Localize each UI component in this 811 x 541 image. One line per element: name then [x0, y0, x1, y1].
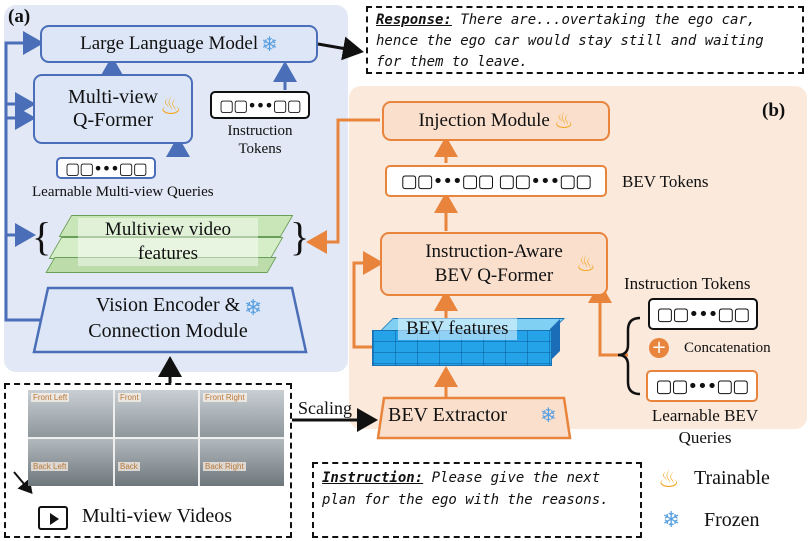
bev-tokens: ▢▢•••▢▢ ▢▢•••▢▢ — [385, 165, 607, 197]
bev-qformer-line2: BEV Q-Former — [434, 265, 554, 286]
bev-tokens-label: BEV Tokens — [622, 172, 709, 191]
multiview-features-label: Multiview video features — [78, 218, 258, 266]
left-brace: { — [32, 214, 52, 259]
panel-b-label: (b) — [762, 100, 786, 121]
learnable-queries-tokens: ▢▢•••▢▢ — [56, 157, 156, 179]
injection-label: Injection Module — [418, 110, 550, 131]
cam-back-left: Back Left — [31, 462, 69, 471]
fire-icon: ♨ — [160, 92, 182, 120]
concatenation-label: Concatenation — [684, 340, 771, 356]
cam-front-right: Front Right — [203, 393, 247, 402]
response-text: There are...overtaking the ego car, henc… — [376, 12, 764, 70]
multiview-features-line2: features — [137, 243, 199, 264]
bev-qformer-line1: Instruction-Aware — [425, 241, 563, 262]
instruction-tokens-b-label: Instruction Tokens — [624, 274, 751, 293]
fire-icon: ♨ — [553, 108, 574, 134]
video-icon — [38, 506, 68, 530]
bev-qformer-box: Instruction-Aware BEV Q-Former — [380, 232, 608, 296]
cam-front: Front — [118, 393, 141, 402]
learnable-bev-line2: Queries — [678, 428, 732, 447]
cam-front-left: Front Left — [31, 393, 70, 402]
videos-box — [4, 383, 292, 538]
instruction-text: Please give the next plan for the ego wi… — [322, 470, 609, 508]
response-box: Response: There are...overtaking the ego… — [366, 6, 804, 74]
instruction-tokens-a-line1: Instruction — [227, 123, 293, 139]
instruction-tokens-a-line2: Tokens — [238, 141, 282, 157]
instruction-tokens-b: ▢▢•••▢▢ — [648, 298, 758, 330]
legend-trainable: Trainable — [694, 467, 770, 489]
vision-encoder-line2: Connection Module — [88, 320, 248, 342]
scaling-label: Scaling — [298, 398, 352, 418]
cam-back: Back — [118, 462, 140, 471]
response-prefix: Response: — [376, 12, 452, 28]
instruction-tokens-a: ▢▢•••▢▢ — [210, 91, 310, 119]
injection-module-box: Injection Module ♨ — [382, 101, 610, 141]
fire-icon: ♨ — [576, 252, 596, 277]
learnable-bev-line1: Learnable BEV — [651, 406, 759, 425]
plus-circle-icon: + — [649, 338, 669, 358]
fire-icon: ♨ — [658, 465, 680, 493]
panel-a-label: (a) — [8, 6, 31, 27]
learnable-queries-label: Learnable Multi-view Queries — [32, 184, 214, 200]
instruction-tokens-a-label: Instruction Tokens — [212, 122, 308, 158]
cam-back-right: Back Right — [203, 462, 246, 471]
multiview-features-line1: Multiview video — [104, 219, 232, 240]
snowflake-icon: ❄ — [261, 32, 278, 56]
snowflake-icon: ❄ — [540, 403, 557, 427]
instruction-box: Instruction: Please give the next plan f… — [312, 462, 642, 538]
vision-encoder-line1: Vision Encoder & — [95, 294, 241, 316]
qformer-line1: Multi-view — [68, 86, 158, 108]
snowflake-icon: ❄ — [662, 508, 681, 533]
video-frames: Front Left Front Front Right Back Left B… — [28, 390, 284, 486]
bev-features-label: BEV features — [398, 318, 517, 340]
legend-frozen: Frozen — [704, 509, 760, 531]
vision-encoder-box: Vision Encoder & Connection Module — [48, 292, 288, 344]
multiview-qformer-box: Multi-view Q-Former — [33, 74, 193, 144]
llm-label: Large Language Model — [80, 33, 259, 54]
bev-extractor-label: BEV Extractor — [388, 404, 508, 426]
instruction-prefix: Instruction: — [322, 470, 424, 486]
videos-label: Multi-view Videos — [82, 505, 233, 527]
learnable-bev-tokens: ▢▢•••▢▢ — [646, 370, 758, 402]
llm-box: Large Language Model ❄ — [40, 25, 318, 63]
learnable-bev-label: Learnable BEV Queries — [620, 405, 790, 449]
right-brace: } — [290, 214, 310, 259]
bev-extractor-shape — [376, 396, 572, 440]
vision-encoder-shape — [32, 286, 308, 354]
snowflake-icon: ❄ — [244, 296, 263, 321]
qformer-line2: Q-Former — [73, 109, 153, 131]
